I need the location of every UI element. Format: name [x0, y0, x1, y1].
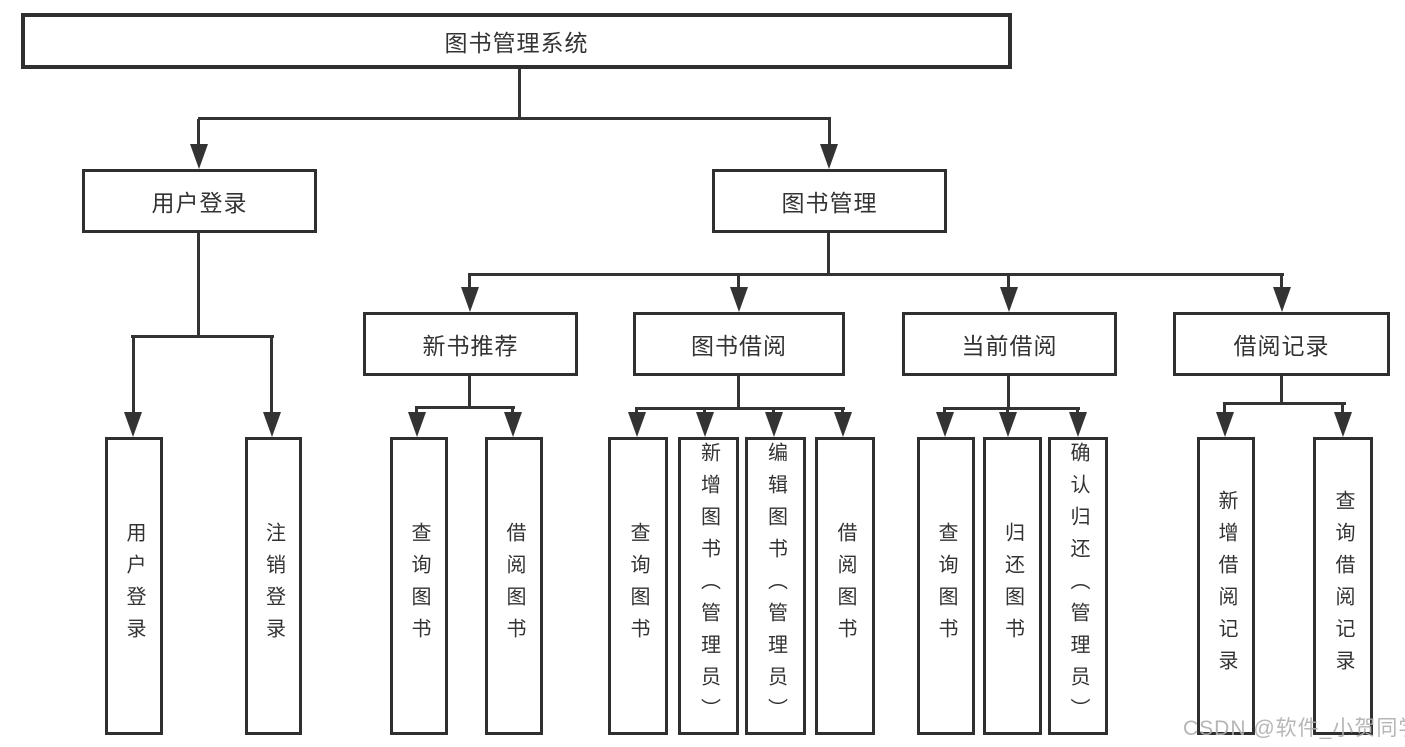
node-book-management-label: 图书管理: [781, 190, 878, 216]
leaf-query-books-recommend-label: 查询图书: [408, 522, 430, 650]
leaf-query-books-current: 查询图书: [917, 437, 975, 735]
node-root-label: 图书管理系统: [444, 30, 589, 56]
connector-shaft: [132, 337, 135, 413]
connector-shaft: [828, 119, 831, 146]
leaf-query-borrow-record: 查询借阅记录: [1313, 437, 1373, 735]
node-book-management: 图书管理: [712, 169, 947, 233]
node-new-book-recommend: 新书推荐: [363, 312, 578, 376]
leaf-borrow-books: 借阅图书: [815, 437, 875, 735]
connector-hline: [943, 407, 1080, 410]
node-root: 图书管理系统: [21, 13, 1012, 69]
arrow-down-icon: [696, 412, 714, 437]
arrow-down-icon: [1334, 412, 1352, 437]
connector-hline: [1223, 402, 1346, 405]
leaf-confirm-return-admin: 确认归还（管理员）: [1048, 437, 1108, 735]
arrow-down-icon: [730, 287, 748, 312]
arrow-down-icon: [820, 144, 838, 169]
connector-stem: [1007, 376, 1010, 409]
connector-shaft: [197, 119, 200, 146]
connector-shaft: [468, 275, 471, 289]
node-current-borrowing-label: 当前借阅: [961, 333, 1058, 359]
leaf-add-borrow-record-label: 新增借阅记录: [1215, 490, 1237, 682]
leaf-user-login: 用户登录: [105, 437, 163, 735]
leaf-borrow-books-recommend: 借阅图书: [485, 437, 543, 735]
node-borrowing-records: 借阅记录: [1173, 312, 1390, 376]
leaf-edit-book-admin-label: 编辑图书（管理员）: [764, 442, 787, 730]
arrow-down-icon: [1069, 412, 1087, 437]
arrow-down-icon: [628, 412, 646, 437]
leaf-return-book: 归还图书: [983, 437, 1042, 735]
connector-shaft: [1223, 404, 1226, 415]
arrow-down-icon: [1273, 287, 1291, 312]
leaf-confirm-return-admin-label: 确认归还（管理员）: [1067, 442, 1089, 730]
arrow-down-icon: [190, 144, 208, 169]
connector-root-stem: [518, 68, 521, 120]
connector-shaft: [270, 337, 273, 413]
leaf-borrow-books-recommend-label: 借阅图书: [503, 522, 525, 650]
node-user-login-label: 用户登录: [151, 190, 248, 216]
connector-shaft: [415, 408, 418, 415]
watermark: CSDN @软件_小贺同学: [1183, 717, 1405, 740]
connector-stem: [737, 376, 740, 409]
connector-hline: [131, 335, 274, 338]
connector-shaft: [1341, 404, 1344, 415]
leaf-edit-book-admin: 编辑图书（管理员）: [745, 437, 806, 735]
arrow-down-icon: [999, 412, 1017, 437]
arrow-down-icon: [408, 412, 426, 437]
arrow-down-icon: [263, 412, 281, 437]
node-book-borrowing-label: 图书借阅: [691, 333, 787, 359]
node-current-borrowing: 当前借阅: [902, 312, 1117, 376]
arrow-down-icon: [1216, 412, 1234, 437]
leaf-query-books-borrow-label: 查询图书: [627, 522, 649, 650]
leaf-query-borrow-record-label: 查询借阅记录: [1332, 490, 1354, 682]
connector-stem: [1280, 376, 1283, 404]
connector-hline: [635, 407, 845, 410]
arrow-down-icon: [124, 412, 142, 437]
connector-stem: [827, 233, 830, 275]
arrow-down-icon: [834, 412, 852, 437]
leaf-add-borrow-record: 新增借阅记录: [1197, 437, 1255, 735]
connector-level2-hline: [198, 117, 831, 120]
leaf-add-book-admin-label: 新增图书（管理员）: [697, 442, 720, 730]
leaf-logout-label: 注销登录: [262, 522, 285, 650]
connector-shaft: [1007, 275, 1010, 289]
leaf-query-books-borrow: 查询图书: [608, 437, 668, 735]
arrow-down-icon: [461, 287, 479, 312]
leaf-add-book-admin: 新增图书（管理员）: [678, 437, 739, 735]
connector-stem: [468, 376, 471, 408]
connector-level3-hline: [468, 273, 1284, 276]
arrow-down-icon: [765, 412, 783, 437]
node-book-borrowing: 图书借阅: [633, 312, 845, 376]
arrow-down-icon: [936, 412, 954, 437]
arrow-down-icon: [1000, 287, 1018, 312]
node-new-book-recommend-label: 新书推荐: [422, 333, 519, 359]
node-borrowing-records-label: 借阅记录: [1233, 333, 1330, 359]
connector-shaft: [511, 408, 514, 415]
leaf-borrow-books-label: 借阅图书: [834, 522, 856, 650]
node-user-login: 用户登录: [82, 169, 317, 233]
leaf-logout: 注销登录: [245, 437, 302, 735]
leaf-return-book-label: 归还图书: [1001, 522, 1024, 650]
connector-shaft: [737, 275, 740, 289]
leaf-query-books-current-label: 查询图书: [935, 522, 957, 650]
arrow-down-icon: [504, 412, 522, 437]
leaf-query-books-recommend: 查询图书: [390, 437, 448, 735]
connector-hline: [415, 406, 515, 409]
leaf-user-login-label: 用户登录: [123, 522, 145, 650]
connector-shaft: [1280, 275, 1283, 289]
connector-stem: [197, 233, 200, 337]
